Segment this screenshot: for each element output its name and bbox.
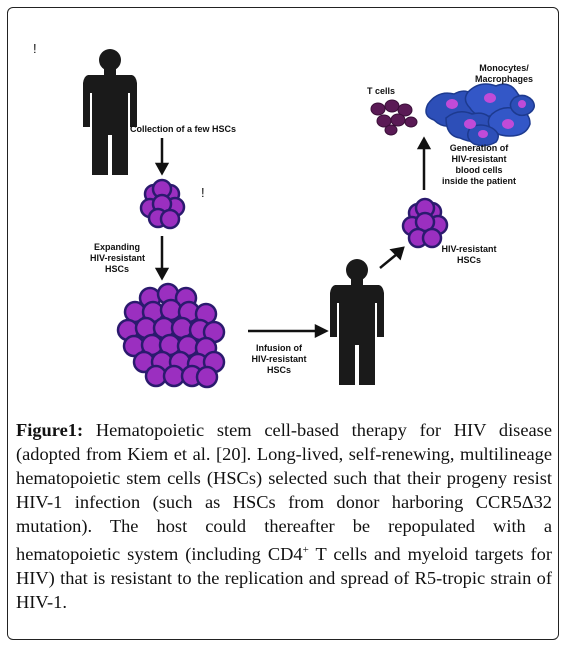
hsc-cluster-small [139,178,186,230]
hsc-cluster-large [116,282,226,389]
monocytes-label: Monocytes/ Macrophages [474,63,534,84]
donor-person-icon [83,49,137,175]
arrow-collection [154,138,170,176]
arrow-engraftment [379,246,405,269]
caption-superscript: + [302,544,309,556]
caption-text-1: Hematopoietic stem cell-based therapy fo… [16,420,552,565]
figure-frame [7,7,559,640]
t-cells-cluster [370,99,418,136]
stray-mark-1: ! [33,41,37,56]
expanding-label: Expanding HIV-resistant HSCs [90,242,146,274]
stray-mark-2: ! [201,185,205,200]
arrow-infusion [248,323,329,339]
caption-text-2: T cells and myeloid targets for HIV) tha… [16,544,552,613]
figure-caption: Figure1: Hematopoietic stem cell-based t… [16,418,552,614]
caption-label: Figure1: [16,420,84,440]
patient-person-icon [330,259,384,385]
infusion-label: Infusion of HIV-resistant HSCs [251,343,307,375]
hsc-cluster-resistant [401,197,449,249]
generation-label: Generation of HIV-resistant blood cells … [441,143,516,186]
diagram-graphics [83,49,535,389]
macrophages-cluster [425,83,535,147]
arrow-generation [416,136,432,190]
resistant-hscs-label: HIV-resistant HSCs [441,244,497,265]
arrow-expansion [154,236,170,281]
t-cells-label: T cells [367,86,396,96]
therapy-diagram: ! ! Collection of a few HSCs Expanding H… [33,41,535,389]
collection-label: Collection of a few HSCs [130,124,237,134]
